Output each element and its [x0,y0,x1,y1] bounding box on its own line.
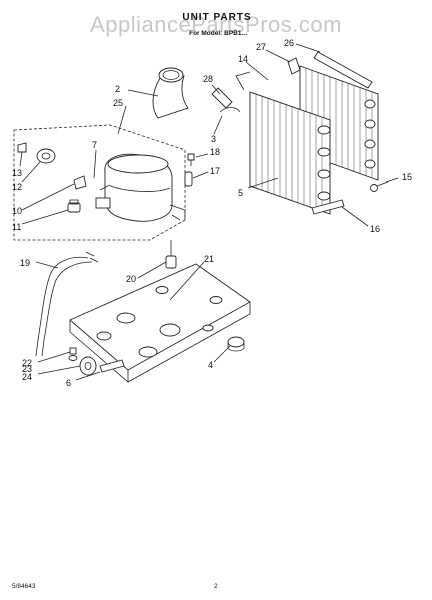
callout-11: 11 [12,222,21,232]
callout-25: 25 [113,98,123,108]
callout-26: 26 [284,38,294,48]
callout-19: 19 [20,258,30,268]
part-19-wire-harness [35,251,99,357]
part-23-washer [68,355,78,361]
part-2-shroud [152,67,189,119]
callout-10: 10 [12,206,22,216]
callout-14: 14 [238,54,248,64]
diagram-title: UNIT PARTS [182,12,251,23]
callout-16: 16 [370,224,380,234]
part-10-terminal-clip [73,175,87,190]
part-13-clip [17,142,27,153]
callout-13: 13 [12,168,22,178]
callout-17: 17 [210,166,220,176]
part-7-compressor [95,153,186,222]
part-20-mount [165,240,177,269]
callout-21: 21 [204,254,214,264]
callout-18: 18 [210,147,220,157]
callout-27: 27 [256,42,266,52]
callout-labels: 2 25 28 3 27 26 14 7 13 12 10 11 18 17 5… [12,38,412,388]
callout-3: 3 [211,134,216,144]
part-11-grommet [67,199,81,213]
callout-28: 28 [203,74,213,84]
part-18-screw [187,153,195,166]
callout-6: 6 [66,378,71,388]
watermark: AppliancePartsPros.com [90,12,342,37]
leader-lines [19,43,399,381]
document-code: 5/84643 [12,583,36,590]
callout-12: 12 [12,182,22,192]
part-21-base-pan [69,263,251,383]
part-15-screw [370,181,389,192]
callout-22: 22 [22,358,32,368]
callout-23: 23 [22,364,32,374]
callout-20: 20 [126,274,136,284]
part-6-axle [99,359,125,373]
callout-2: 2 [115,84,120,94]
part-17-spacer [184,171,193,187]
part-12-overload-protector [36,148,56,164]
model-subtitle: For Model: BPB1... [189,30,247,37]
part-3-tube [219,107,241,113]
part-16-strip [311,199,345,215]
part-27-strap [287,57,301,75]
callout-4: 4 [208,360,213,370]
part-22-screw [69,347,77,355]
part-28-bracket [211,87,233,109]
callout-24: 24 [22,372,32,382]
part-4-foot [227,336,245,352]
page-number: 2 [214,583,218,590]
callout-15: 15 [402,172,412,182]
callout-5: 5 [238,188,243,198]
part-5-coil-front [235,71,331,215]
callout-7: 7 [92,140,97,150]
part-24-wheel [79,356,97,376]
part-26-foam-strip [313,51,373,89]
